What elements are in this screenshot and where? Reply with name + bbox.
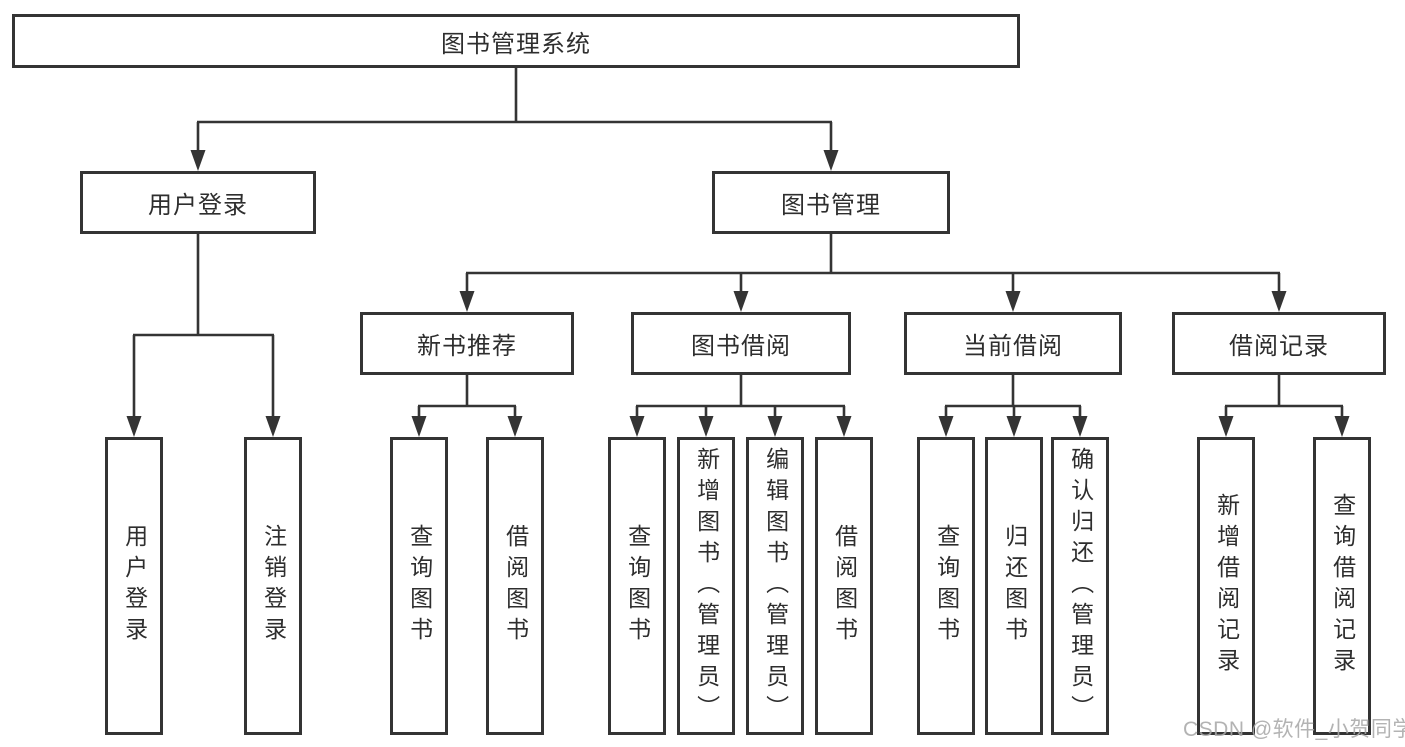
node-label: 查询借阅记录: [1329, 493, 1356, 679]
node-label: 借阅图书: [831, 524, 858, 648]
arrow-down-icon: [1072, 416, 1088, 437]
leaf-confirm-return-admin: 确认归还（管理员）: [1051, 437, 1109, 735]
arrow-down-icon: [629, 416, 645, 437]
node-label: 新书推荐: [417, 333, 517, 360]
node-label: 图书管理系统: [441, 30, 591, 58]
connector-root-split: [190, 68, 839, 171]
node-label: 查询图书: [406, 524, 433, 648]
connector-borrow-records-split: [1218, 375, 1350, 437]
leaf-query-books-2: 查询图书: [608, 437, 666, 735]
connector-book-borrow-split: [629, 375, 852, 437]
node-label: 用户登录: [148, 192, 248, 219]
node-user-login: 用户登录: [80, 171, 316, 234]
arrow-down-icon: [126, 416, 142, 437]
node-label: 图书借阅: [691, 333, 791, 360]
arrow-down-icon: [1271, 291, 1287, 312]
node-new-book-recommendation: 新书推荐: [360, 312, 574, 375]
node-label: 归还图书: [1001, 524, 1028, 648]
arrow-down-icon: [938, 416, 954, 437]
connector-book-management-split: [459, 234, 1287, 312]
node-label: 注销登录: [260, 524, 287, 648]
leaf-add-book-admin: 新增图书（管理员）: [677, 437, 735, 735]
leaf-user-login: 用户登录: [105, 437, 163, 735]
node-label: 查询图书: [624, 524, 651, 648]
arrow-down-icon: [459, 291, 475, 312]
leaf-logout: 注销登录: [244, 437, 302, 735]
leaf-borrow-books-2: 借阅图书: [815, 437, 873, 735]
arrow-down-icon: [733, 291, 749, 312]
connector-new-books-split: [411, 375, 523, 437]
leaf-borrow-books-1: 借阅图书: [486, 437, 544, 735]
node-label: 当前借阅: [963, 333, 1063, 360]
connector-current-borrow-split: [938, 375, 1088, 437]
node-label: 新增借阅记录: [1213, 493, 1240, 679]
watermark: CSDN @软件_小贺同学: [1183, 718, 1405, 741]
arrow-down-icon: [836, 416, 852, 437]
leaf-query-books-3: 查询图书: [917, 437, 975, 735]
node-label: 用户登录: [121, 524, 148, 648]
arrow-down-icon: [507, 416, 523, 437]
arrow-down-icon: [411, 416, 427, 437]
arrow-down-icon: [1006, 416, 1022, 437]
leaf-edit-book-admin: 编辑图书（管理员）: [746, 437, 804, 735]
arrow-down-icon: [1005, 291, 1021, 312]
node-book-borrowing: 图书借阅: [631, 312, 851, 375]
node-label: 新增图书（管理员）: [693, 446, 720, 726]
connector-user-login-split: [126, 234, 281, 437]
leaf-query-borrow-record: 查询借阅记录: [1313, 437, 1371, 735]
node-label: 借阅图书: [502, 524, 529, 648]
arrow-down-icon: [190, 150, 206, 171]
leaf-return-books: 归还图书: [985, 437, 1043, 735]
node-label: 确认归还（管理员）: [1067, 446, 1094, 726]
node-label: 借阅记录: [1229, 333, 1329, 360]
arrow-down-icon: [265, 416, 281, 437]
arrow-down-icon: [767, 416, 783, 437]
arrow-down-icon: [1218, 416, 1234, 437]
leaf-query-books-1: 查询图书: [390, 437, 448, 735]
node-borrowing-records: 借阅记录: [1172, 312, 1386, 375]
leaf-add-borrow-record: 新增借阅记录: [1197, 437, 1255, 735]
arrow-down-icon: [1334, 416, 1350, 437]
node-label: 编辑图书（管理员）: [762, 446, 789, 726]
node-book-management: 图书管理: [712, 171, 950, 234]
node-label: 查询图书: [933, 524, 960, 648]
node-library-management-system: 图书管理系统: [12, 14, 1020, 68]
node-label: 图书管理: [781, 192, 881, 219]
arrow-down-icon: [823, 150, 839, 171]
arrow-down-icon: [698, 416, 714, 437]
node-current-borrowing: 当前借阅: [904, 312, 1122, 375]
